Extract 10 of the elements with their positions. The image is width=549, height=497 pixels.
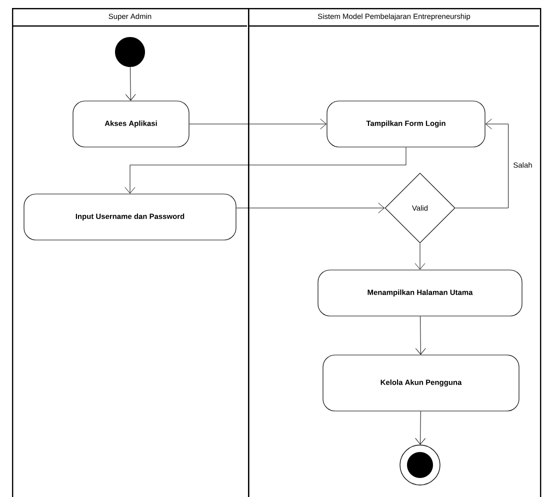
arrow: [125, 66, 136, 101]
arrow: [415, 411, 426, 444]
arrow: [124, 147, 406, 194]
arrow: [236, 202, 385, 214]
arrow: [189, 118, 327, 130]
arrow: [415, 316, 426, 355]
start-node: [115, 37, 145, 67]
arrow: [414, 243, 426, 270]
end-node: [400, 444, 440, 486]
arrow: [455, 118, 509, 208]
